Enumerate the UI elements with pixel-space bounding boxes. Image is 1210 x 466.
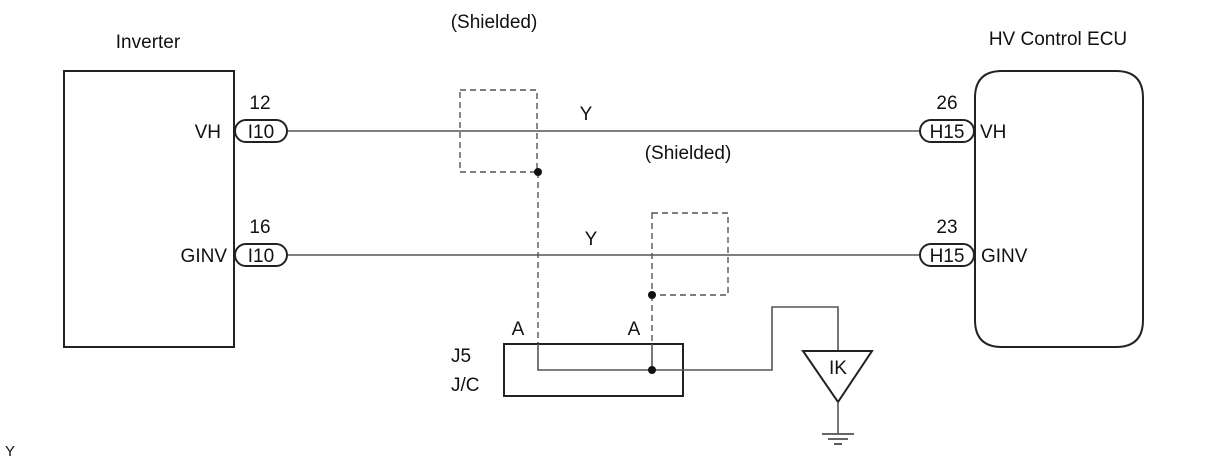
ecu-box xyxy=(974,70,1144,348)
ground-triangle xyxy=(801,350,874,404)
junction-pin-a-left: A xyxy=(512,319,525,340)
ecu-pin-number-ginv: 23 xyxy=(936,217,957,238)
shield-splice-dot-ginv xyxy=(648,291,656,299)
wire-color-label-vh: Y xyxy=(580,104,593,125)
wire-color-label-ginv: Y xyxy=(585,229,598,250)
shield-label-top: (Shielded) xyxy=(451,12,538,33)
inverter-signal-label-ginv: GINV xyxy=(181,246,228,267)
ecu-pin-number-vh: 26 xyxy=(936,93,957,114)
ecu-label: HV Control ECU xyxy=(989,29,1127,50)
inverter-connector-ginv xyxy=(234,243,288,267)
inverter-label: Inverter xyxy=(116,32,181,53)
junction-name: J5 xyxy=(451,346,471,367)
shield-vh xyxy=(459,89,542,344)
ground-point: IK xyxy=(801,350,874,445)
ecu-connector-label-vh: H15 xyxy=(930,122,965,143)
inverter-connector-label-ginv: I10 xyxy=(248,246,274,267)
junction-type: J/C xyxy=(451,375,480,396)
ecu-connector-vh xyxy=(919,119,975,143)
junction-connector: A A J5 J/C xyxy=(451,306,839,397)
ecu-signal-label-vh: VH xyxy=(980,122,1006,143)
junction-pin-a-right: A xyxy=(628,319,641,340)
corner-note: Y xyxy=(5,443,15,460)
circuit-vh: VH 12 I10 Y 26 H15 VH xyxy=(195,93,1006,143)
shield-ginv xyxy=(648,212,729,344)
inverter-pin-number-vh: 12 xyxy=(249,93,270,114)
ecu-connector-label-ginv: H15 xyxy=(930,246,965,267)
shield-splice-dot-vh xyxy=(534,168,542,176)
inverter-connector-vh xyxy=(234,119,288,143)
inverter-box xyxy=(63,70,235,348)
junction-splice-dot xyxy=(648,366,656,374)
ground-label: IK xyxy=(829,358,847,379)
inverter-signal-label-vh: VH xyxy=(195,122,221,143)
junction-internal-wire xyxy=(537,306,839,371)
shield-box-ginv xyxy=(651,212,729,296)
shield-label-middle: (Shielded) xyxy=(645,143,732,164)
circuit-ginv: GINV 16 I10 Y 23 H15 GINV xyxy=(181,217,1028,267)
inverter-connector-label-vh: I10 xyxy=(248,122,274,143)
ecu-connector-ginv xyxy=(919,243,975,267)
inverter-pin-number-ginv: 16 xyxy=(249,217,270,238)
ecu-signal-label-ginv: GINV xyxy=(981,246,1028,267)
